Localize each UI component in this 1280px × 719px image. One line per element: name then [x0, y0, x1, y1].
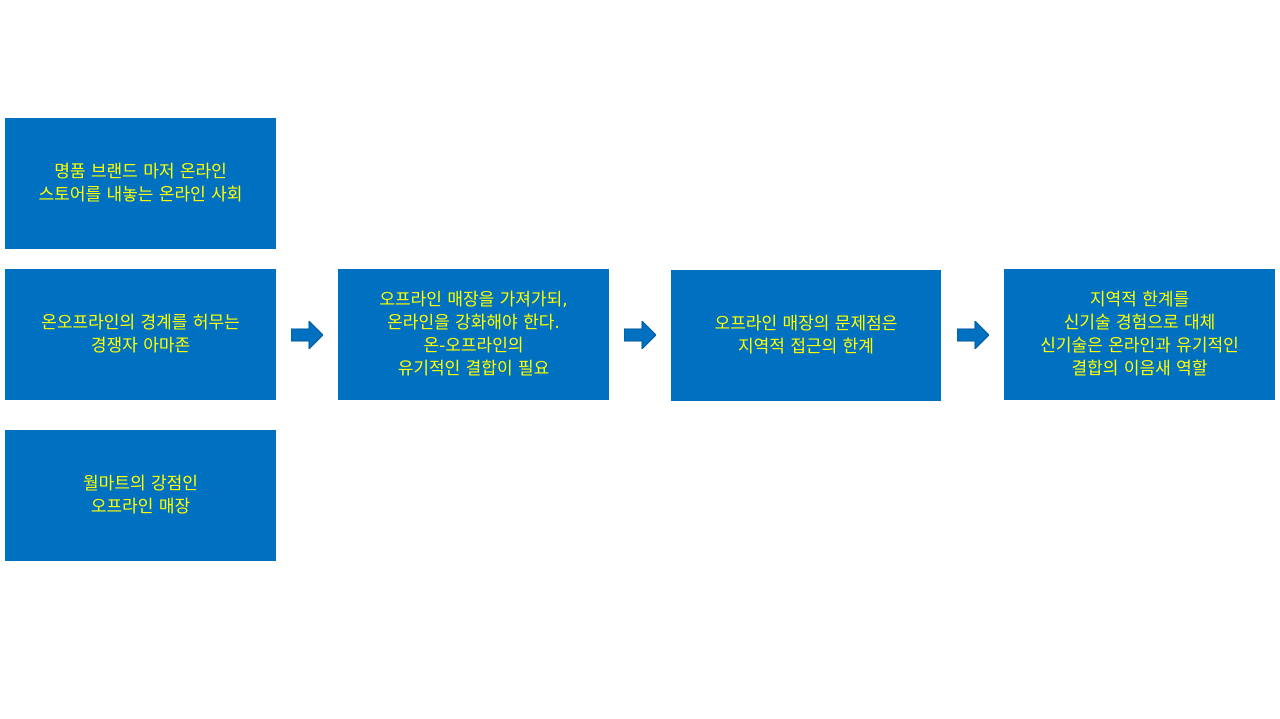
right-arrow-icon [957, 321, 989, 349]
box-text-line: 신기술은 온라인과 유기적인 [1040, 335, 1239, 356]
box-text-line: 명품 브랜드 마저 온라인 [54, 161, 227, 182]
box-walmart-strength: 월마트의 강점인 오프라인 매장 [5, 430, 276, 561]
box-text-line: 온라인을 강화해야 한다. [387, 312, 560, 333]
right-arrow-icon [624, 321, 656, 349]
box-text-line: 월마트의 강점인 [83, 473, 198, 494]
box-text-line: 오프라인 매장 [90, 496, 191, 517]
box-keep-offline-strengthen-online: 오프라인 매장을 가져가되, 온라인을 강화해야 한다. 온-오프라인의 유기적… [338, 269, 609, 400]
box-text-line: 스토어를 내놓는 온라인 사회 [38, 184, 243, 205]
box-text-line: 온-오프라인의 [423, 335, 524, 356]
box-new-technology-solution: 지역적 한계를 신기술 경험으로 대체 신기술은 온라인과 유기적인 결합의 이… [1004, 269, 1275, 400]
box-luxury-brands-online: 명품 브랜드 마저 온라인 스토어를 내놓는 온라인 사회 [5, 118, 276, 249]
box-text-line: 오프라인 매장을 가져가되, [379, 289, 568, 310]
box-text-line: 지역적 접근의 한계 [738, 336, 874, 357]
box-amazon-competitor: 온오프라인의 경계를 허무는 경쟁자 아마존 [5, 269, 276, 400]
box-text-line: 결합의 이음새 역할 [1071, 358, 1208, 379]
box-text-line: 신기술 경험으로 대체 [1063, 312, 1216, 333]
box-text-line: 오프라인 매장의 문제점은 [714, 313, 898, 334]
right-arrow-icon [291, 321, 323, 349]
box-offline-store-problem: 오프라인 매장의 문제점은 지역적 접근의 한계 [671, 270, 941, 401]
box-text-line: 경쟁자 아마존 [90, 335, 191, 356]
box-text-line: 유기적인 결합이 필요 [397, 358, 550, 379]
box-text-line: 지역적 한계를 [1089, 289, 1190, 310]
box-text-line: 온오프라인의 경계를 허무는 [41, 312, 240, 333]
